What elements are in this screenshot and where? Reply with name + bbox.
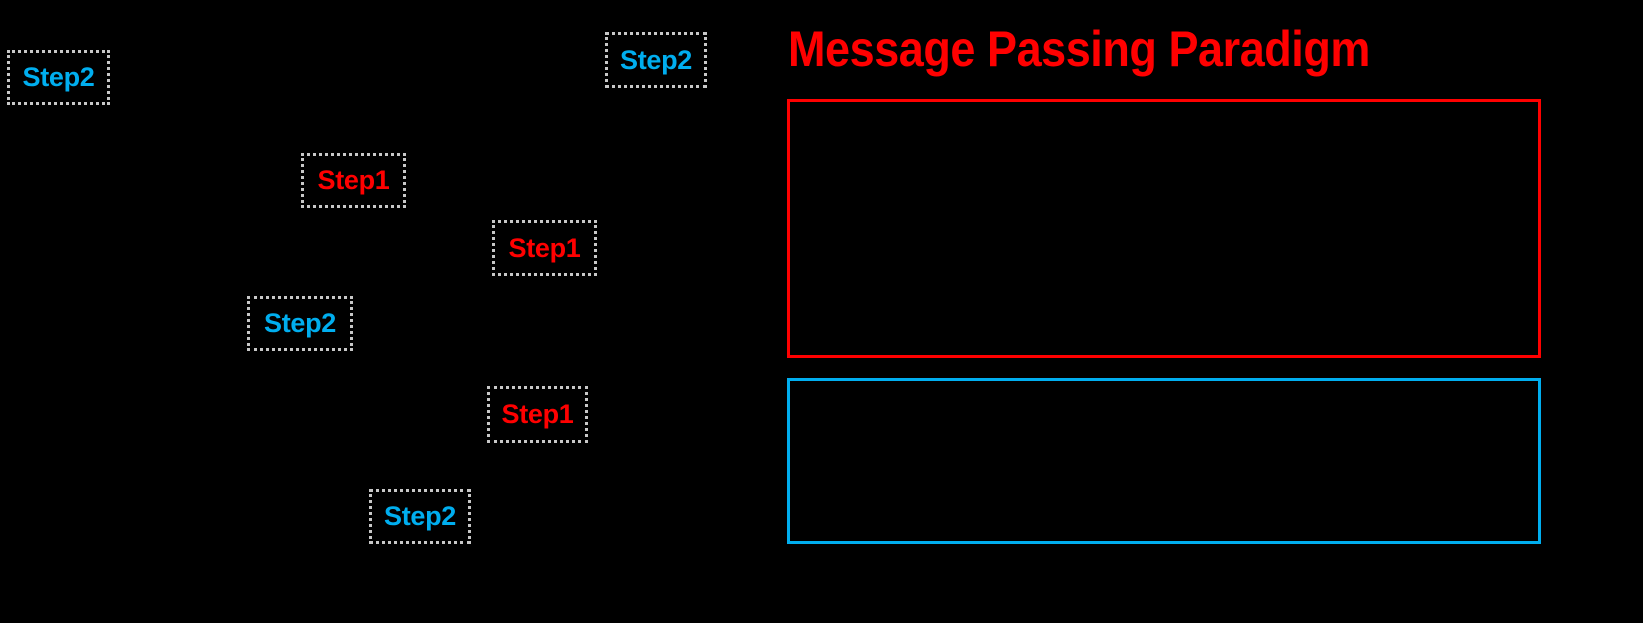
- step-chip-step2[interactable]: Step2: [369, 489, 471, 544]
- step-chip-label: Step2: [22, 62, 95, 92]
- step-chip-label: Step2: [263, 308, 337, 338]
- step-chip-label: Step2: [619, 44, 693, 75]
- step-chip-label: Step2: [383, 501, 457, 531]
- step-chip-step2[interactable]: Step2: [605, 32, 707, 88]
- step-chip-step2[interactable]: Step2: [247, 296, 353, 351]
- red-content-box[interactable]: [787, 99, 1541, 358]
- step-chip-step1[interactable]: Step1: [301, 153, 406, 208]
- step-chip-step1[interactable]: Step1: [492, 220, 597, 276]
- step-chip-step2[interactable]: Step2: [7, 50, 110, 105]
- page-title: Message Passing Paradigm: [788, 21, 1370, 77]
- cyan-content-box[interactable]: [787, 378, 1541, 544]
- step-chip-label: Step1: [501, 399, 574, 429]
- step-chip-step1[interactable]: Step1: [487, 386, 588, 443]
- step-chip-label: Step1: [317, 165, 390, 195]
- step-chip-label: Step1: [508, 232, 581, 263]
